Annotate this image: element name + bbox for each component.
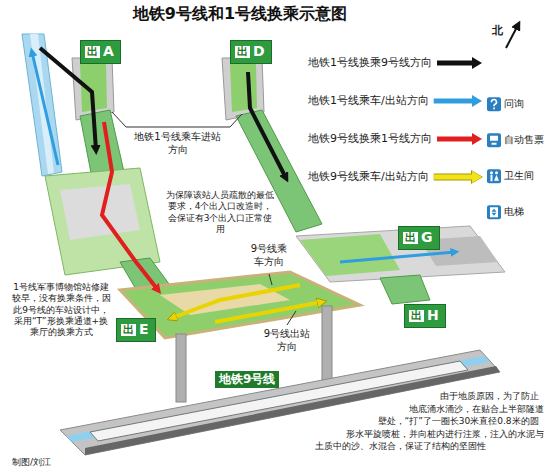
exit-hall xyxy=(296,226,505,282)
direction-label: 9号线乘车方向 xyxy=(246,243,292,268)
arrow-head-outline xyxy=(471,170,483,184)
escalator xyxy=(22,34,62,176)
legend-label: 卫生间 xyxy=(504,170,534,183)
icon-ground xyxy=(487,169,501,183)
stair-column xyxy=(176,334,186,402)
flow-arrow xyxy=(248,72,286,178)
passage xyxy=(380,275,430,304)
legend-icon xyxy=(487,169,501,183)
arrow-head xyxy=(472,95,482,107)
text-wrap-spacer xyxy=(290,390,440,450)
wc-figure xyxy=(491,175,493,182)
icon-ground xyxy=(487,133,501,147)
leader-line xyxy=(269,274,272,285)
info-symbol xyxy=(491,99,496,106)
legend-label: 地铁1号线乘车/出站方向 xyxy=(308,94,429,108)
legend-arrow xyxy=(434,95,482,107)
exit-glyph: 出 xyxy=(409,310,424,322)
exit-letter: D xyxy=(253,44,265,59)
legend-label: 自动售票 xyxy=(504,134,544,147)
flow-arrow xyxy=(340,252,455,262)
legend-label: 地铁1号线换乘9号线方向 xyxy=(308,56,432,70)
arrow-shaft xyxy=(437,60,474,65)
legend-label: 地铁9号线换乘1号线方向 xyxy=(308,132,432,146)
legend-label: 问询 xyxy=(504,98,524,111)
flow-arrow xyxy=(102,122,158,290)
exit-sign: 出H xyxy=(404,304,446,328)
arrow-shaft xyxy=(434,98,474,103)
flow-arrow xyxy=(215,302,322,322)
exit-hall-floor xyxy=(300,234,400,276)
exit-sign: 出G xyxy=(398,226,440,250)
ticket-slot xyxy=(492,143,497,145)
exit-glyph: 出 xyxy=(121,324,136,336)
exit-sign: 出E xyxy=(116,318,156,342)
exit-letter: G xyxy=(421,230,433,245)
compass-label: 北 xyxy=(492,24,503,38)
info-dot xyxy=(493,108,495,110)
flow-arrow xyxy=(32,52,58,165)
legend-label: 电梯 xyxy=(504,206,524,219)
legend-label: 地铁9号线乘车/出站方向 xyxy=(308,170,429,184)
exit-sign: 出D xyxy=(230,40,272,64)
callout-note: 由于地质原因，为了防止地底涌水涌沙，在贴合上半部隧道壁处，“打”了一圈长30米直… xyxy=(290,390,545,453)
exit-letter: E xyxy=(139,322,149,337)
legend-arrow xyxy=(434,170,483,184)
wc-figure xyxy=(490,171,493,174)
icon-ground xyxy=(487,205,501,219)
icon-ground xyxy=(487,97,501,111)
arrow-head xyxy=(472,171,482,183)
platform-floor xyxy=(60,184,140,240)
legend-arrow xyxy=(437,57,482,69)
callout-bracket xyxy=(112,112,242,127)
leader-line xyxy=(287,311,296,325)
exit-tower-face xyxy=(230,64,257,112)
wc-figure xyxy=(494,175,499,181)
stair-column xyxy=(322,306,332,380)
direction-label: 9号线出站方向 xyxy=(262,328,312,353)
callout-note: 地铁1号线乘车进站方向 xyxy=(130,131,225,156)
ticket-screen xyxy=(490,136,498,141)
passage xyxy=(80,110,124,178)
legend-arrow xyxy=(437,133,482,145)
arrow-head xyxy=(472,133,482,145)
exit-glyph: 出 xyxy=(403,232,418,244)
exit-letter: A xyxy=(103,44,114,59)
arrow-shaft xyxy=(437,136,474,141)
lift-up xyxy=(492,209,497,212)
line-tag: 地铁9号线 xyxy=(215,371,279,388)
exit-glyph: 出 xyxy=(85,46,100,58)
lift-door xyxy=(490,207,498,217)
arrow-shaft xyxy=(434,174,474,179)
exit-sign: 出A xyxy=(80,40,121,64)
callout-note: 1号线军事博物馆站修建较早，没有换乘条件，因此9号线的车站设计中，采用“T”形换… xyxy=(10,282,112,338)
legend-icon xyxy=(487,205,501,219)
legend-icon xyxy=(487,133,501,147)
legend-icon xyxy=(487,97,501,111)
exit-glyph: 出 xyxy=(235,46,250,58)
callout-note: 为保障该站人员疏散的最低要求，4个出入口改造时，会保证有3个出入口正常使用 xyxy=(165,190,275,235)
north-arrow xyxy=(506,25,518,48)
wc-figure xyxy=(495,171,498,174)
lift-down xyxy=(492,213,497,216)
diagram-title: 地铁9号线和1号线换乘示意图 xyxy=(60,4,420,24)
arrow-head xyxy=(472,57,482,69)
exit-letter: H xyxy=(427,308,439,323)
arrow-shaft-outline xyxy=(434,173,474,180)
flow-arrow xyxy=(172,285,300,318)
credit: 制图/刘江 xyxy=(12,457,51,468)
line9-platform xyxy=(60,350,500,455)
